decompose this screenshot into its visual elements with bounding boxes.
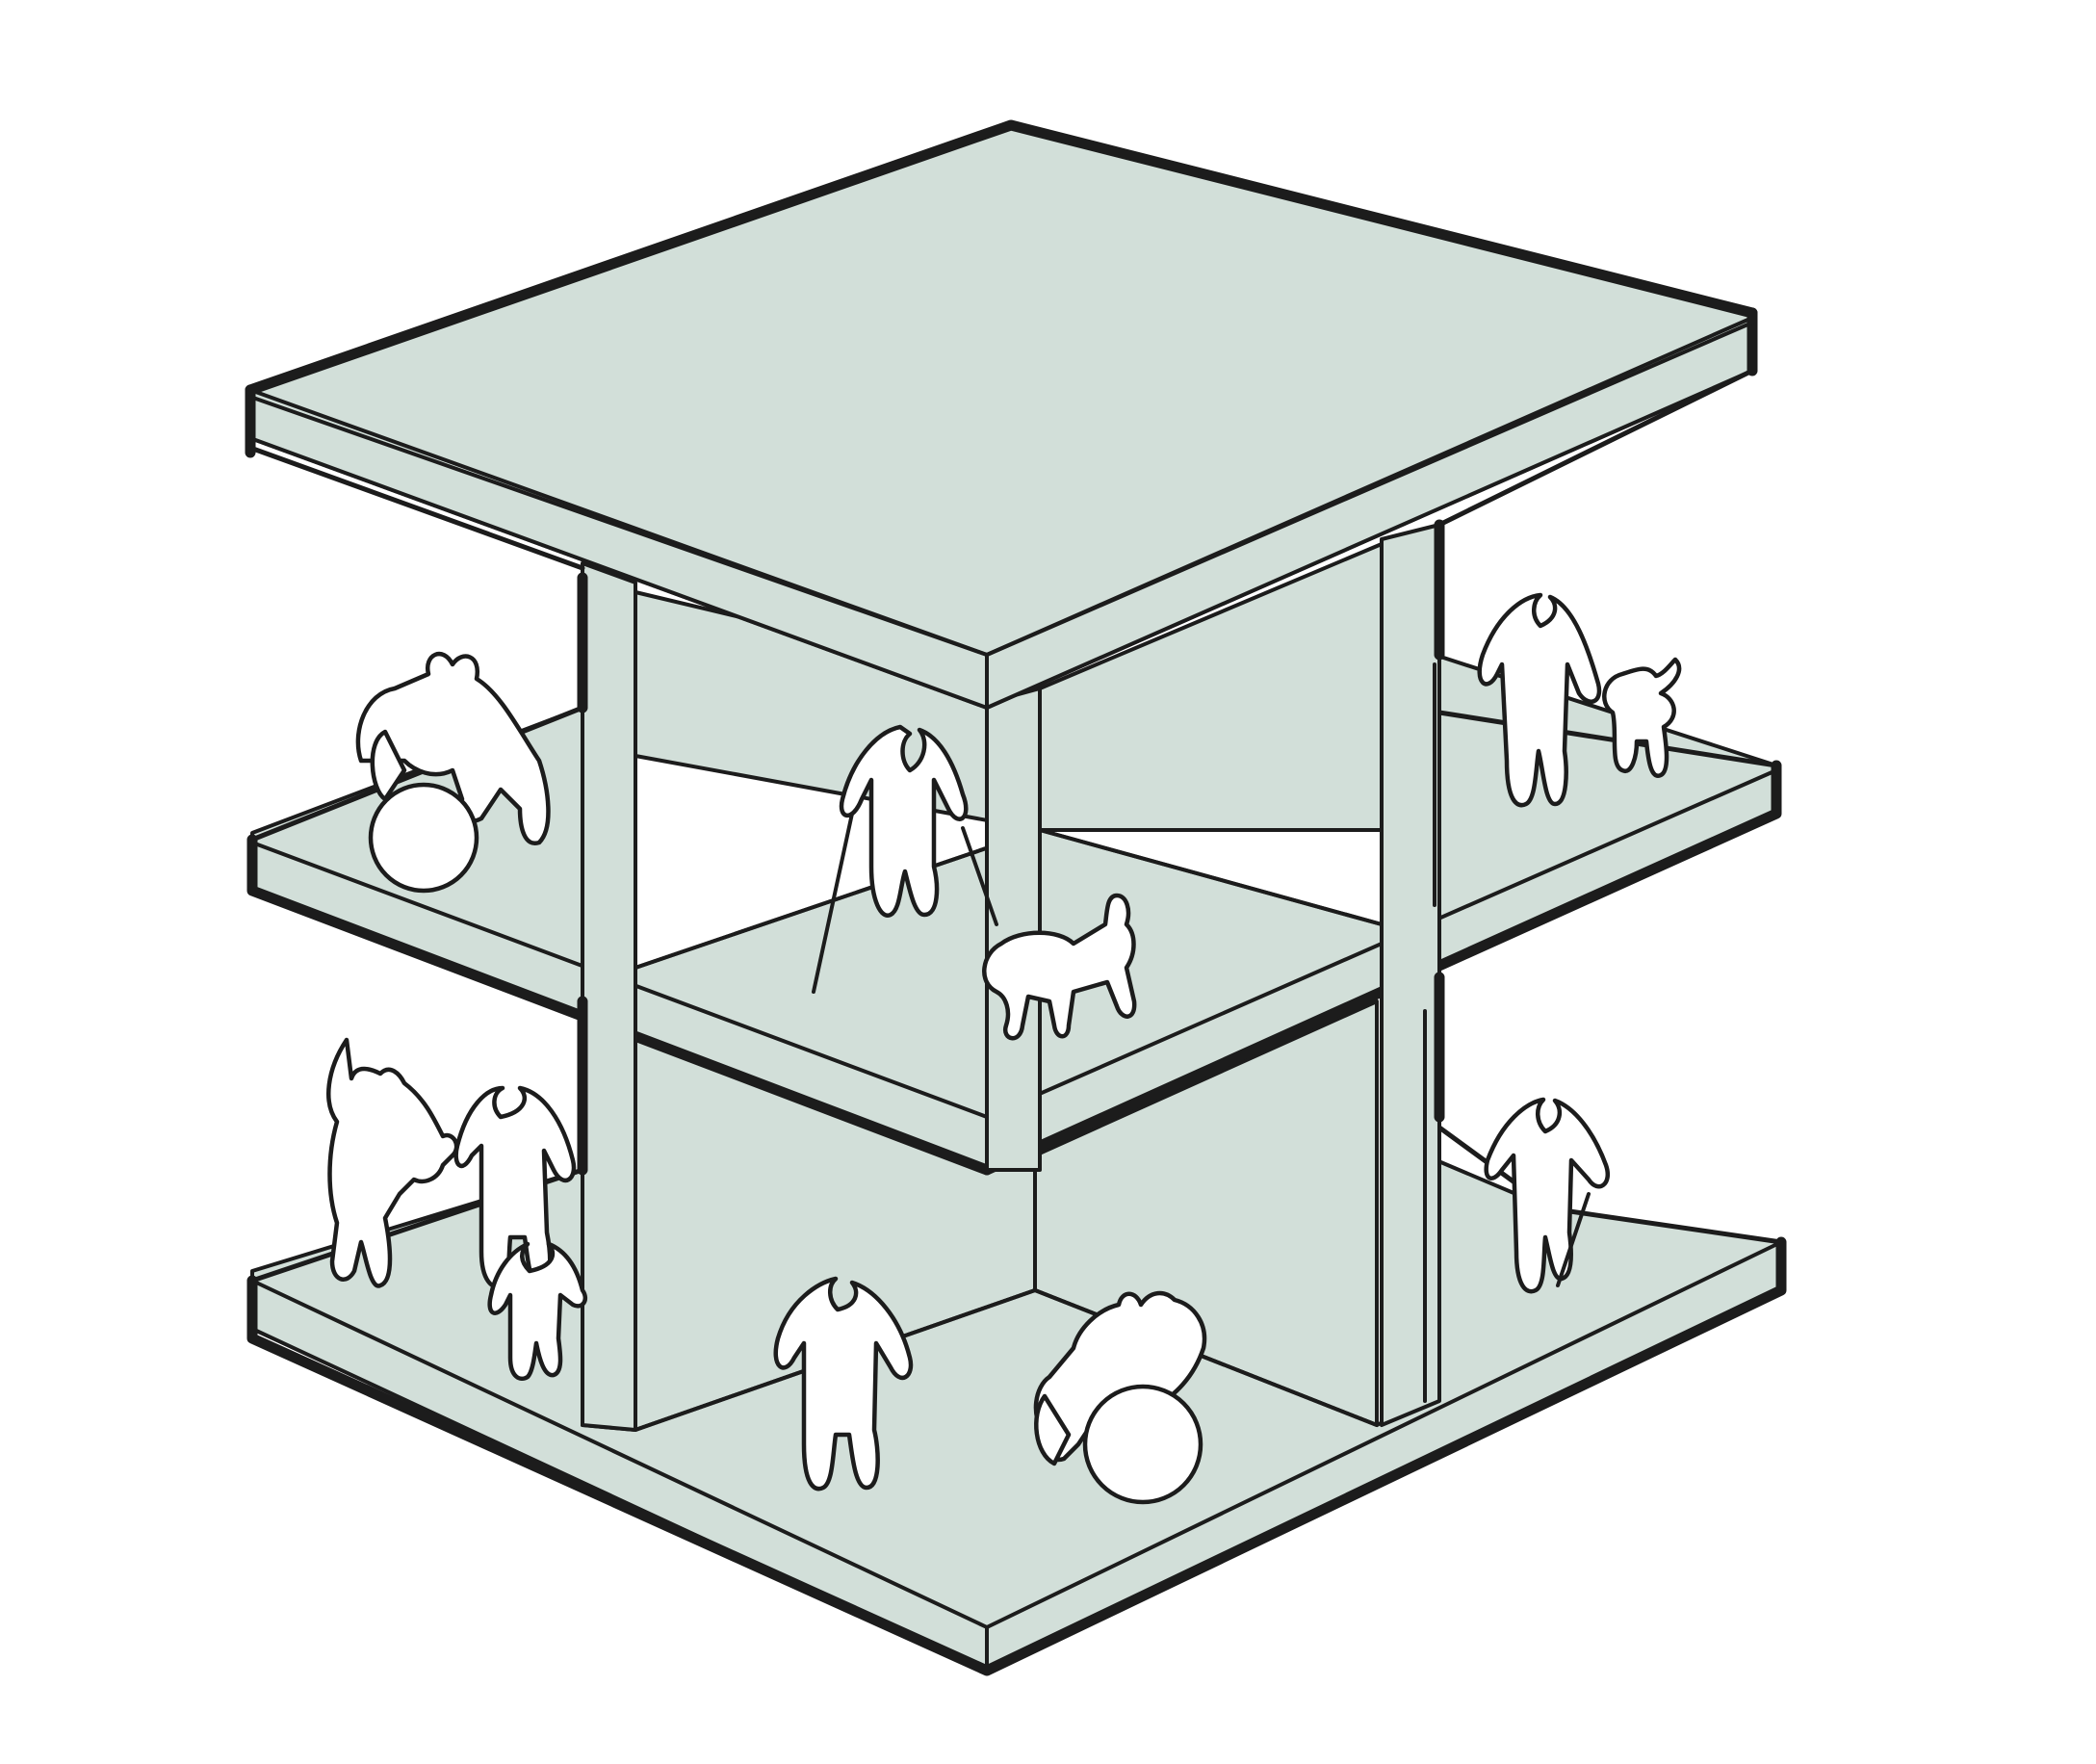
person-cane-icon [1484, 1097, 1610, 1294]
person-icon [773, 1276, 914, 1492]
column-center [985, 687, 1042, 1172]
column-left [581, 561, 637, 1432]
floor-slab-ground [246, 1114, 1787, 1676]
person-icon [1477, 592, 1602, 808]
person-cane-icon [812, 724, 998, 994]
occupants [326, 592, 1682, 1505]
columns [577, 519, 1445, 1432]
dog-icon [1602, 657, 1682, 778]
column-right [1380, 523, 1441, 1427]
group-icon [326, 1037, 588, 1382]
roof-slab [245, 119, 1758, 710]
dog-icon [982, 893, 1137, 1041]
wheelchair-icon [1033, 1290, 1207, 1505]
wheelchair-icon [355, 652, 551, 894]
